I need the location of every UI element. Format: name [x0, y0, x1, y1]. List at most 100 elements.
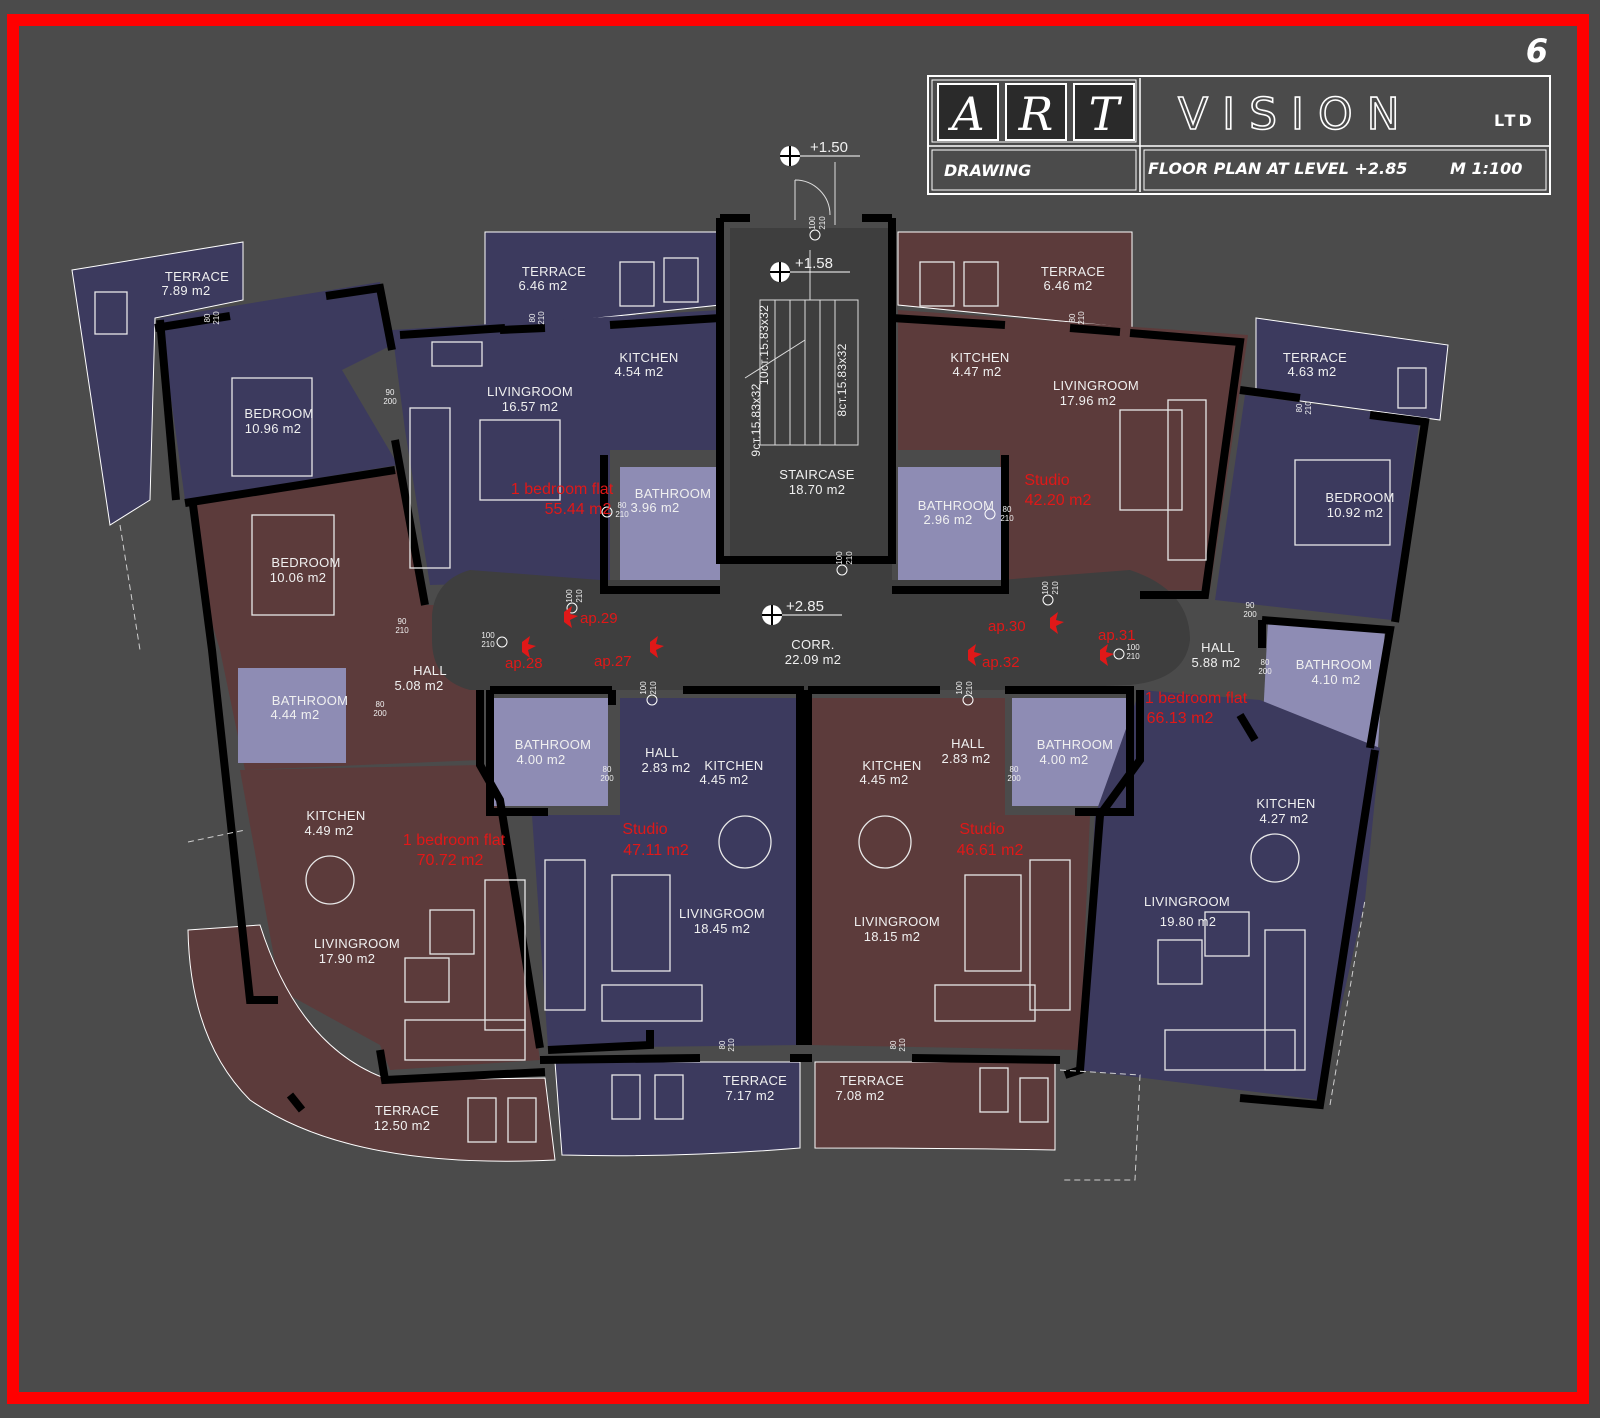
- svg-text:210: 210: [965, 681, 974, 695]
- svg-text:TERRACE: TERRACE: [165, 269, 229, 284]
- walls: [154, 214, 1430, 1113]
- svg-text:BATHROOM: BATHROOM: [1296, 657, 1373, 672]
- svg-text:100: 100: [481, 631, 495, 640]
- svg-text:LIVINGROOM: LIVINGROOM: [487, 384, 573, 399]
- svg-text:CORR.: CORR.: [791, 637, 834, 652]
- svg-text:210: 210: [537, 311, 546, 325]
- svg-text:200: 200: [1258, 667, 1272, 676]
- svg-text:LIVINGROOM: LIVINGROOM: [1144, 894, 1230, 909]
- elevation-marker-corridor: +2.85: [762, 598, 842, 625]
- stair-note-right: 8ст.15.83x32: [835, 343, 849, 416]
- svg-text:80: 80: [203, 313, 212, 322]
- svg-text:ap.27: ap.27: [594, 653, 632, 670]
- svg-text:16.57 m2: 16.57 m2: [502, 399, 559, 414]
- svg-text:BEDROOM: BEDROOM: [271, 555, 340, 570]
- svg-text:1 bedroom flat: 1 bedroom flat: [403, 832, 506, 849]
- fill-ap28-bedroom: [160, 282, 398, 500]
- svg-text:3.96 m2: 3.96 m2: [630, 500, 679, 515]
- svg-text:4.47 m2: 4.47 m2: [952, 364, 1001, 379]
- svg-text:HALL: HALL: [413, 663, 447, 678]
- svg-text:4.63 m2: 4.63 m2: [1287, 364, 1336, 379]
- svg-text:80: 80: [1003, 505, 1012, 514]
- svg-text:100: 100: [835, 551, 844, 565]
- room-fills: [71, 228, 1449, 1162]
- staircase-linework: [744, 162, 859, 446]
- company-name: VISION: [1178, 89, 1414, 140]
- svg-text:KITCHEN: KITCHEN: [704, 758, 763, 773]
- elevation-marker-entrance: +1.50: [780, 139, 860, 166]
- fill-ap27-terrace: [554, 1061, 801, 1157]
- svg-text:LIVINGROOM: LIVINGROOM: [679, 906, 765, 921]
- svg-text:ap.29: ap.29: [580, 610, 618, 627]
- svg-text:KITCHEN: KITCHEN: [950, 350, 1009, 365]
- svg-text:KITCHEN: KITCHEN: [306, 808, 365, 823]
- svg-text:210: 210: [1000, 514, 1014, 523]
- sheet-frame: [7, 14, 1589, 1404]
- apartment-number-28: ap.28: [505, 636, 543, 672]
- svg-text:17.90 m2: 17.90 m2: [319, 951, 376, 966]
- fill-ap32-studio: [808, 698, 1090, 1050]
- svg-text:T: T: [1089, 87, 1123, 141]
- svg-text:HALL: HALL: [951, 736, 985, 751]
- svg-text:4.54 m2: 4.54 m2: [614, 364, 663, 379]
- svg-text:80: 80: [376, 700, 385, 709]
- fill-bath-ap27: [493, 698, 608, 806]
- svg-text:TERRACE: TERRACE: [840, 1073, 904, 1088]
- stair-note-top: 10ст.15.83x32: [757, 305, 771, 385]
- svg-text:210: 210: [1126, 652, 1140, 661]
- svg-text:A: A: [947, 87, 984, 141]
- svg-text:TERRACE: TERRACE: [522, 264, 586, 279]
- svg-text:LIVINGROOM: LIVINGROOM: [314, 936, 400, 951]
- svg-text:BEDROOM: BEDROOM: [244, 406, 313, 421]
- svg-text:80: 80: [889, 1040, 898, 1049]
- svg-text:7.17 m2: 7.17 m2: [725, 1088, 774, 1103]
- svg-text:210: 210: [818, 216, 827, 230]
- svg-text:66.13 m2: 66.13 m2: [1147, 710, 1214, 727]
- svg-text:TERRACE: TERRACE: [1283, 350, 1347, 365]
- fill-ap28-terrace: [187, 924, 556, 1162]
- svg-text:80: 80: [1068, 313, 1077, 322]
- svg-text:100: 100: [1041, 581, 1050, 595]
- svg-text:KITCHEN: KITCHEN: [1256, 796, 1315, 811]
- svg-text:1 bedroom flat: 1 bedroom flat: [1145, 690, 1248, 707]
- svg-text:80: 80: [603, 765, 612, 774]
- elevation-marker-stair: +1.58: [770, 255, 850, 282]
- svg-text:LIVINGROOM: LIVINGROOM: [854, 914, 940, 929]
- svg-text:1 bedroom flat: 1 bedroom flat: [511, 481, 614, 498]
- fill-bath-ap30: [898, 467, 1003, 587]
- logo-art: A R T: [937, 83, 1135, 141]
- svg-text:2.83 m2: 2.83 m2: [641, 760, 690, 775]
- svg-text:80: 80: [1261, 658, 1270, 667]
- svg-text:BATHROOM: BATHROOM: [918, 498, 995, 513]
- fill-bath-ap28: [238, 668, 346, 763]
- apartment-number-31: ap.31: [1098, 627, 1136, 666]
- svg-text:BATHROOM: BATHROOM: [1037, 737, 1114, 752]
- apartment-numbers: ap.29 ap.28 ap.27 ap.30 ap.31 ap.32: [505, 606, 1136, 672]
